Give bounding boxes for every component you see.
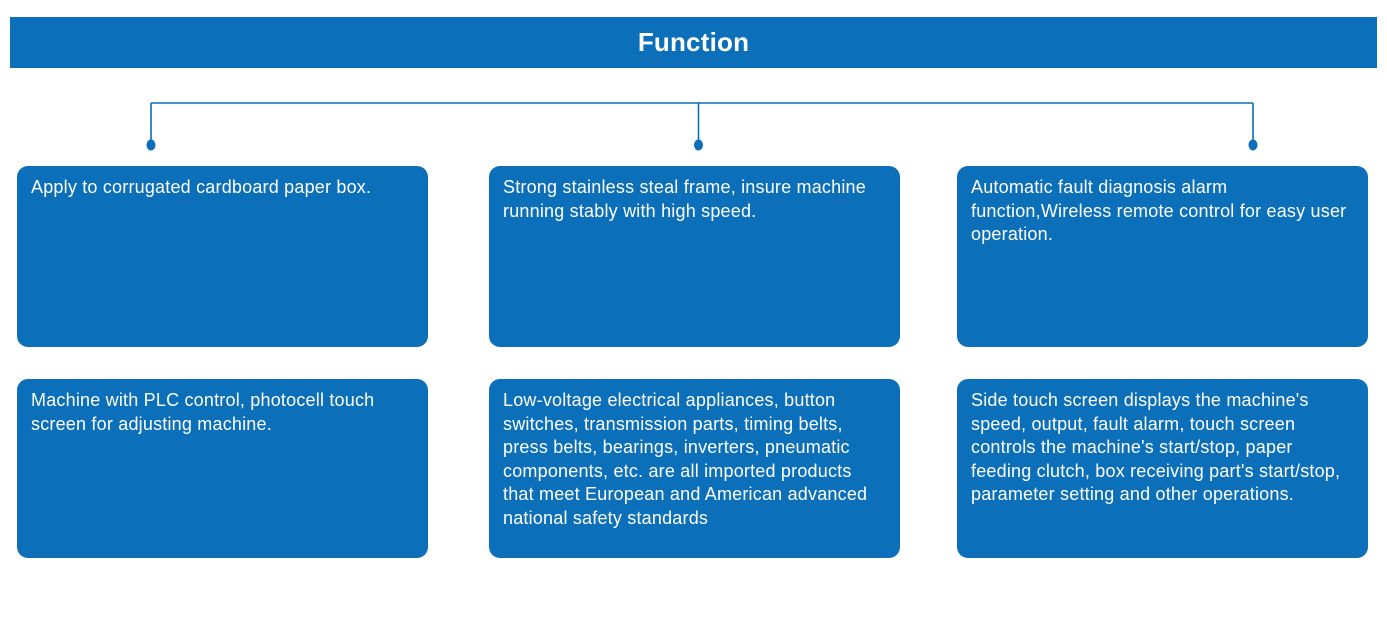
feature-box-fault-diagnosis: Automatic fault diagnosis alarm function…: [957, 166, 1368, 347]
feature-box-apply-cardboard: Apply to corrugated cardboard paper box.: [17, 166, 428, 347]
header-bar: Function: [10, 17, 1377, 68]
feature-box-plc-control: Machine with PLC control, photocell touc…: [17, 379, 428, 558]
connector-dot: [1248, 139, 1258, 151]
connector-dot: [694, 139, 703, 151]
feature-box-touch-screen: Side touch screen displays the machine's…: [957, 379, 1368, 558]
feature-box-imported-parts: Low-voltage electrical appliances, butto…: [489, 379, 900, 558]
feature-box-stainless-frame: Strong stainless steal frame, insure mac…: [489, 166, 900, 347]
page-title: Function: [637, 27, 750, 57]
connector-dot: [146, 139, 156, 151]
